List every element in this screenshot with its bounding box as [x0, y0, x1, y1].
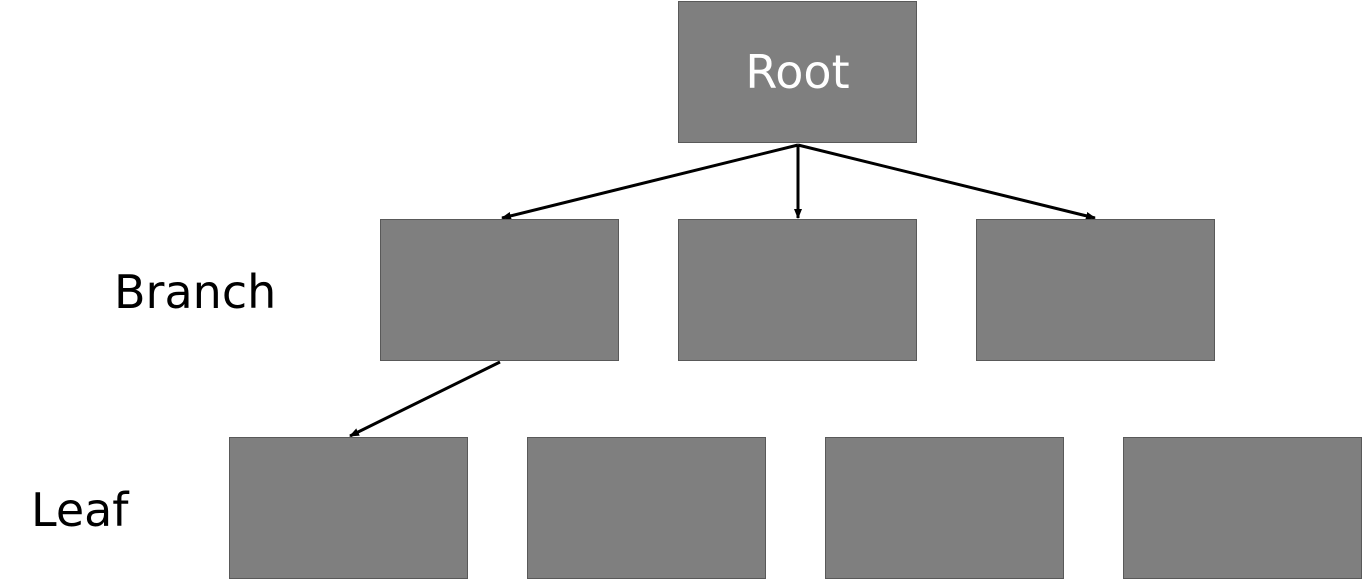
leaf-node-4: [1123, 437, 1362, 579]
leaf-node-1: [229, 437, 468, 579]
root-label: Root: [745, 45, 850, 99]
edge-root-to-branch-3: [797, 143, 1096, 220]
edge-root-to-branch-1: [501, 143, 799, 220]
branch-level-label: Branch: [114, 265, 277, 319]
branch-node-3: [976, 219, 1215, 361]
leaf-level-label: Leaf: [31, 483, 129, 537]
branch-node-2: [678, 219, 917, 361]
leaf-node-2: [527, 437, 766, 579]
root-node: Root: [678, 1, 917, 143]
branch-node-1: [380, 219, 619, 361]
edge-branch-1-to-leaf-1: [349, 360, 501, 438]
leaf-node-3: [825, 437, 1064, 579]
